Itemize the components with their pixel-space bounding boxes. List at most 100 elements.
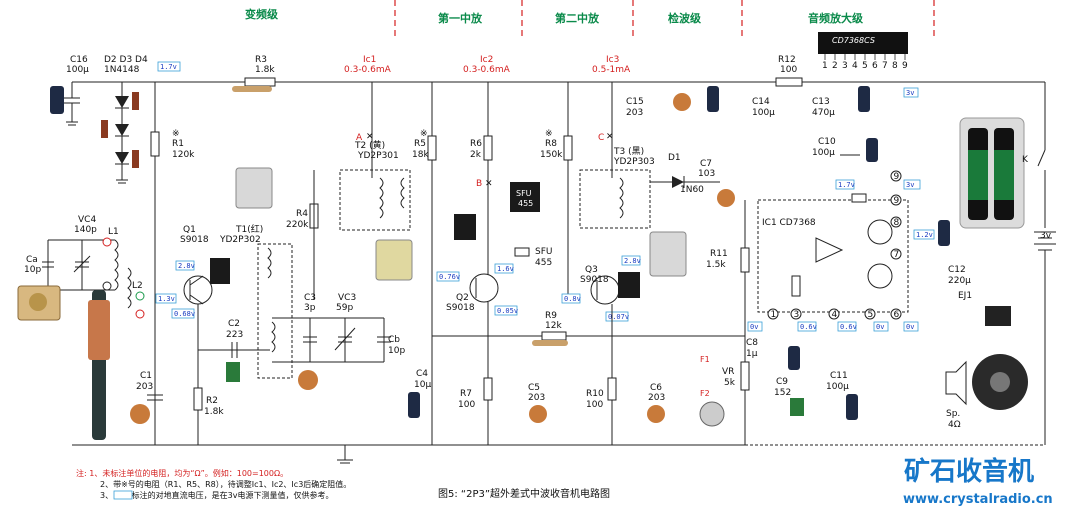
chip-pin-number: 9 <box>902 61 908 71</box>
ic3-range: 0.5-1mA <box>592 65 631 75</box>
r10-resistor <box>607 377 617 401</box>
cb-label: Cb <box>388 335 400 345</box>
vc4-label: VC4 <box>78 215 96 225</box>
test-point-b: B <box>476 179 482 189</box>
speaker-label: Sp. <box>946 409 960 419</box>
pin-marker <box>135 291 145 301</box>
chip-pin-number: 2 <box>832 61 838 71</box>
c5-value: 203 <box>528 393 545 403</box>
q2-label: Q2 <box>456 293 469 303</box>
c14-value: 100μ <box>752 108 775 118</box>
ic1-pin-number: 3 <box>794 310 800 320</box>
note-2: 2、带※号的电阻（R1、R5、R8），待调整Ic1、Ic2、Ic3后确定阻值。 <box>100 479 351 489</box>
cd7368-chip-photo <box>818 32 908 54</box>
d1-value: 1N60 <box>680 185 704 195</box>
volume-potentiometer[interactable] <box>740 361 750 391</box>
sfu-chip-value: 455 <box>518 199 533 208</box>
r4-label: R4 <box>296 209 308 219</box>
voltage-value: 1.7v <box>160 63 177 71</box>
test-point-mark: ✕ <box>606 132 614 142</box>
test-point-mark: ✕ <box>366 132 374 142</box>
ic1-pin-number: 1 <box>771 310 777 320</box>
voltage-value: 0.76v <box>439 273 460 281</box>
r9-label: R9 <box>545 311 557 321</box>
battery-cell-label <box>968 150 988 200</box>
c13-photo <box>858 86 870 112</box>
l1-coil <box>114 239 119 291</box>
q1-transistor <box>183 275 213 305</box>
c4-label: C4 <box>416 369 428 379</box>
sfu-label: SFU <box>535 247 552 257</box>
vr-value: 5k <box>724 378 736 388</box>
ic1-range: 0.3-0.6mA <box>344 65 392 75</box>
c10-photo <box>866 138 878 162</box>
ic1-pin <box>890 194 902 206</box>
test-point-a: A <box>356 133 363 143</box>
speaker-cone <box>990 372 1010 392</box>
c2-label: C2 <box>228 319 240 329</box>
stage-label: 第二中放 <box>555 11 600 25</box>
r12-value: 100 <box>780 65 797 75</box>
voltage-value: 3v <box>906 181 914 189</box>
r6-value: 2k <box>470 150 482 160</box>
t2-value: YD2P301 <box>357 151 399 161</box>
c6-photo <box>647 405 665 423</box>
ca-value: 10p <box>24 265 41 275</box>
q1-photo <box>210 258 230 284</box>
q1-label: Q1 <box>183 225 196 235</box>
ic1-pin <box>790 308 802 320</box>
r12-label: R12 <box>778 55 796 65</box>
c4-photo <box>408 392 420 418</box>
voltage-value: 1.7v <box>838 181 855 189</box>
voltage-value: 0.68v <box>174 310 195 318</box>
r7-value: 100 <box>458 400 475 410</box>
t1-photo <box>235 167 273 209</box>
r6-resistor <box>483 135 493 161</box>
q3-photo <box>618 272 640 298</box>
adjust-mark: ※ <box>420 129 428 139</box>
voltage-value: 0v <box>906 323 914 331</box>
c7-value: 103 <box>698 169 715 179</box>
voltage-value: 0v <box>876 323 884 331</box>
diode-d2 <box>115 96 129 108</box>
r2-resistor <box>193 387 203 411</box>
r5-value: 18k <box>412 150 429 160</box>
test-point-c: C <box>598 133 604 143</box>
volume-knob-photo[interactable] <box>699 401 725 427</box>
r11-resistor <box>740 247 750 273</box>
speaker-value: 4Ω <box>948 420 961 430</box>
r12-resistor <box>775 77 803 87</box>
chip-pin-number: 3 <box>842 61 848 71</box>
diode-photo <box>101 120 108 138</box>
voltage-box <box>157 61 181 72</box>
c15-value: 203 <box>626 108 643 118</box>
t3-value: YD2P303 <box>613 157 655 167</box>
vr-f2-label: F2 <box>700 389 710 398</box>
chip-pin-number: 8 <box>892 61 898 71</box>
chip-pin-number: 7 <box>882 61 888 71</box>
c8-label: C8 <box>746 338 758 348</box>
diode-photo <box>132 150 139 168</box>
ic1-pin <box>767 308 779 320</box>
ic3-label: Ic3 <box>606 55 619 65</box>
r1-value: 120k <box>172 150 195 160</box>
voltage-box-legend <box>113 490 133 500</box>
stage-label: 变频级 <box>245 7 279 21</box>
q3-label: Q3 <box>585 265 598 275</box>
ic1-pin <box>890 248 902 260</box>
chip-label: CD7368CS <box>832 36 875 45</box>
t2-photo <box>375 239 413 281</box>
ic1-pin-number: 6 <box>894 310 900 320</box>
c16-capacitor-body <box>50 86 64 114</box>
figure-caption: 图5: “2P3”超外差式中波收音机电路图 <box>438 487 610 500</box>
r8-value: 150k <box>540 150 563 160</box>
chip-pin-number: 5 <box>862 61 868 71</box>
r1-resistor <box>150 131 160 157</box>
c12-label: C12 <box>948 265 966 275</box>
ic1-pin-number: 7 <box>894 250 900 260</box>
c15-label: C15 <box>626 97 644 107</box>
t2-label: T2 (黄) <box>354 139 385 151</box>
vr-label: VR <box>722 367 734 377</box>
battery-cell-label <box>994 150 1014 200</box>
